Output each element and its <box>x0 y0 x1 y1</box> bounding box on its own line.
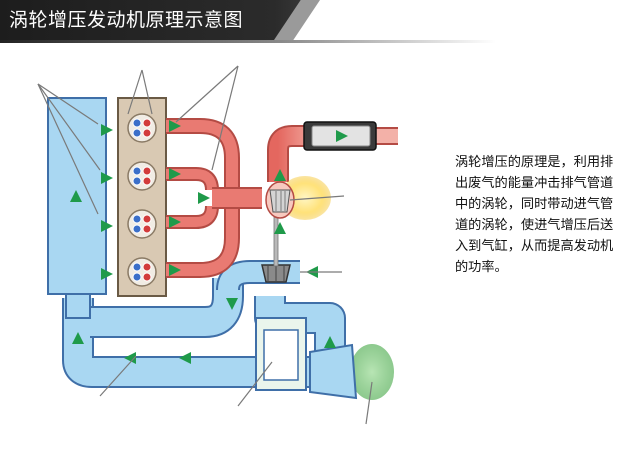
flow-arrow <box>198 192 210 204</box>
flow-arrow <box>101 124 113 136</box>
flow-arrow <box>179 352 191 364</box>
exhaust-valve <box>142 166 152 176</box>
flow-arrow <box>72 332 84 344</box>
flow-arrow <box>274 222 286 234</box>
cylinder-block <box>117 97 167 297</box>
intake-manifold-neck <box>65 293 91 319</box>
intake-valve <box>132 224 142 234</box>
intake-valve <box>132 176 142 186</box>
air-filter-element <box>350 344 394 400</box>
turbo-shaft <box>273 211 279 267</box>
intake-valve <box>132 166 142 176</box>
exhaust-valve <box>142 118 152 128</box>
flow-arrow <box>101 220 113 232</box>
intake-valve <box>132 128 142 138</box>
exhaust-valve <box>142 176 152 186</box>
intercooler-return-fill <box>90 278 242 336</box>
cylinder-3 <box>127 209 157 239</box>
cylinder-4 <box>127 257 157 287</box>
flow-arrow <box>336 130 348 142</box>
compressor-outlet-fill <box>218 262 300 291</box>
exhaust-valve <box>142 262 152 272</box>
air-filter <box>255 317 394 400</box>
flow-arrow <box>101 268 113 280</box>
cylinder-1 <box>127 113 157 143</box>
description-text: 涡轮增压的原理是，利用排出废气的能量冲击排气管道中的涡轮，同时带动进气管道的涡轮… <box>455 155 614 275</box>
title-underline <box>0 40 620 43</box>
intake-valve <box>132 118 142 128</box>
flow-arrow <box>226 298 238 310</box>
intake-valve <box>132 262 142 272</box>
intake-manifold <box>47 97 107 319</box>
flow-arrow <box>70 190 82 202</box>
leader-lines <box>37 65 373 425</box>
flow-arrow <box>169 216 181 228</box>
intercooler-core <box>263 329 299 381</box>
exhaust-valve <box>142 128 152 138</box>
flow-arrows <box>70 120 348 364</box>
flow-arrow <box>274 169 286 181</box>
flow-arrow <box>169 120 181 132</box>
compressor-wheel <box>261 264 291 283</box>
air-filter-housing <box>309 343 358 400</box>
exhaust-valve <box>142 272 152 282</box>
turbine-wheel <box>269 189 291 213</box>
page-title: 涡轮增压发动机原理示意图 <box>9 9 244 31</box>
flow-arrow <box>101 172 113 184</box>
intake-valve <box>132 214 142 224</box>
exhaust-valve <box>142 214 152 224</box>
exhaust-manifold <box>166 118 262 278</box>
intake-valve <box>132 272 142 282</box>
exhaust-valve <box>142 224 152 234</box>
turbine <box>265 176 331 220</box>
cylinders <box>127 113 157 287</box>
flow-arrow <box>124 352 136 364</box>
flow-arrow <box>169 168 181 180</box>
title-bar: 涡轮增压发动机原理示意图 <box>0 0 312 40</box>
flow-arrow <box>169 264 181 276</box>
cylinder-2 <box>127 161 157 191</box>
flow-arrow <box>324 336 336 348</box>
